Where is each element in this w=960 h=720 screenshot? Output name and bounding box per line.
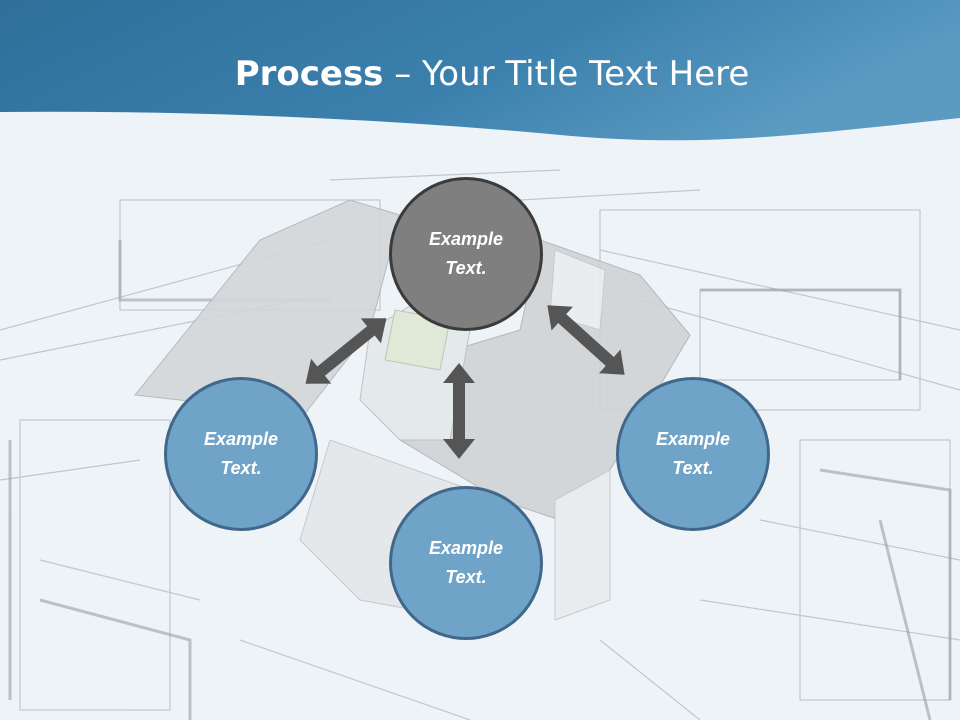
node-left-line1: Example — [203, 429, 279, 449]
node-right-line1: Example — [655, 429, 731, 449]
node-left-line2: Text. — [220, 458, 262, 478]
title-rest: – Your Title Text Here — [383, 54, 750, 94]
node-top-line2: Text. — [445, 258, 487, 278]
node-top-line1: Example — [428, 229, 504, 249]
arrow-top-right-icon — [547, 305, 625, 375]
node-bottom-line1: Example — [428, 538, 504, 558]
arrow-top-left-icon — [305, 318, 387, 384]
slide-title: Process – Your Title Text Here — [0, 52, 960, 96]
arrow-vertical-icon — [443, 363, 475, 459]
node-right-line2: Text. — [672, 458, 714, 478]
title-bold: Process — [234, 54, 384, 94]
node-bottom-line2: Text. — [445, 567, 487, 587]
